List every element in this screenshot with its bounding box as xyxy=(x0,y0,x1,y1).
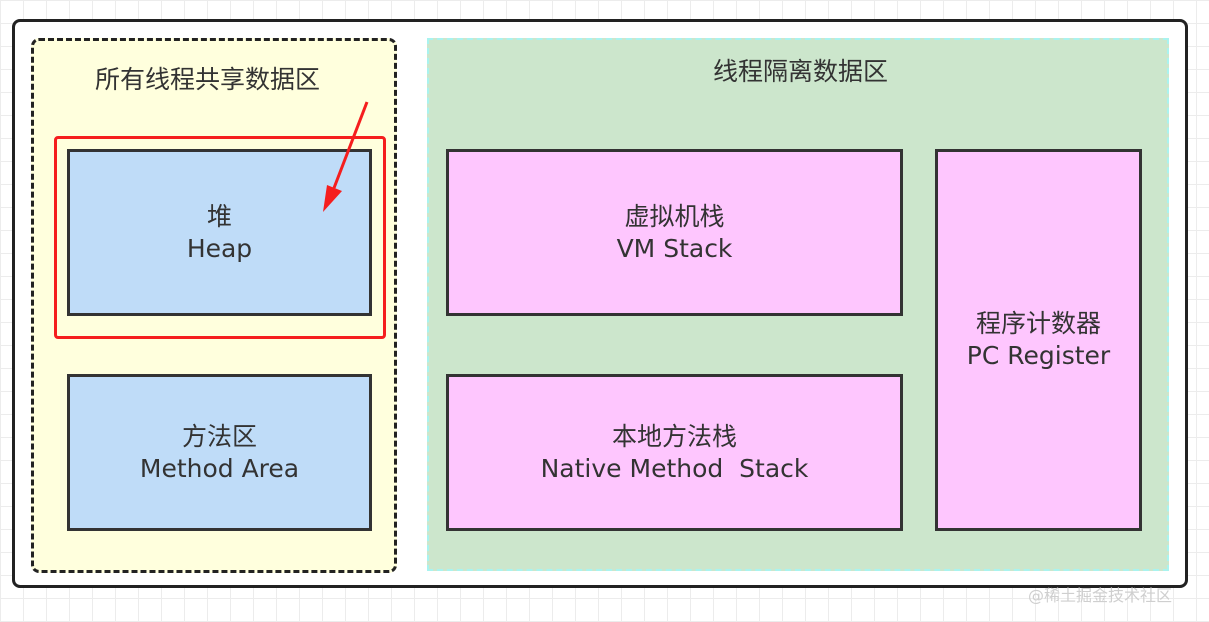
vm-stack-label-cn: 虚拟机栈 xyxy=(624,201,725,231)
native-method-stack-box: 本地方法栈 Native Method Stack xyxy=(446,374,903,531)
native-stack-label-cn: 本地方法栈 xyxy=(611,421,737,451)
heap-label-en: Heap xyxy=(186,233,253,263)
shared-region-title: 所有线程共享数据区 xyxy=(95,65,321,94)
pc-register-label-en: PC Register xyxy=(966,341,1111,370)
heap-box: 堆 Heap xyxy=(67,149,372,316)
method-area-label-en: Method Area xyxy=(139,453,300,483)
vm-stack-box: 虚拟机栈 VM Stack xyxy=(446,149,903,316)
pc-register-box: 程序计数器 PC Register xyxy=(935,149,1142,531)
native-stack-label-en: Native Method Stack xyxy=(540,453,809,483)
pc-register-label-cn: 程序计数器 xyxy=(975,309,1101,338)
method-area-label-cn: 方法区 xyxy=(181,421,257,451)
vm-stack-label-en: VM Stack xyxy=(616,233,733,263)
heap-highlight-frame xyxy=(54,136,386,339)
isolated-region-title: 线程隔离数据区 xyxy=(713,57,889,86)
heap-label-cn: 堆 xyxy=(206,201,232,231)
method-area-box: 方法区 Method Area xyxy=(67,374,372,531)
watermark: @稀土掘金技术社区 xyxy=(1028,586,1173,605)
